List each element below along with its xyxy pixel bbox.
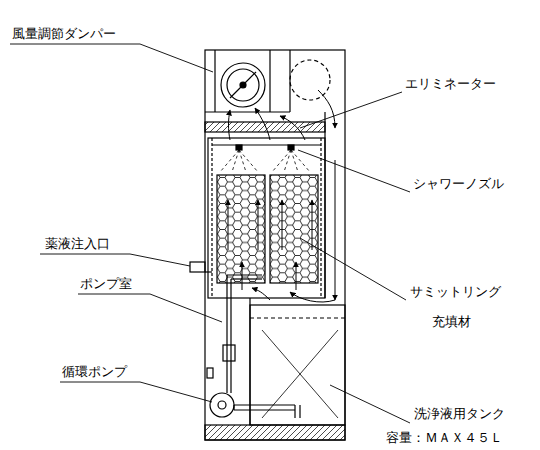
part-label: サミットリング (410, 284, 501, 300)
part-label: 循環ポンプ (62, 364, 127, 380)
part-label: 充填材 (432, 314, 471, 330)
part-label: エリミネーター (405, 76, 496, 92)
part-label: 容量：ＭＡＸ４５Ｌ (386, 430, 503, 446)
part-label: シャワーノズル (413, 176, 504, 192)
part-label: 薬液注入口 (45, 236, 110, 252)
part-label: ポンプ室 (80, 276, 132, 292)
part-label: 風量調節ダンパー (12, 26, 116, 42)
part-label: 洗浄液用タンク (414, 406, 505, 422)
